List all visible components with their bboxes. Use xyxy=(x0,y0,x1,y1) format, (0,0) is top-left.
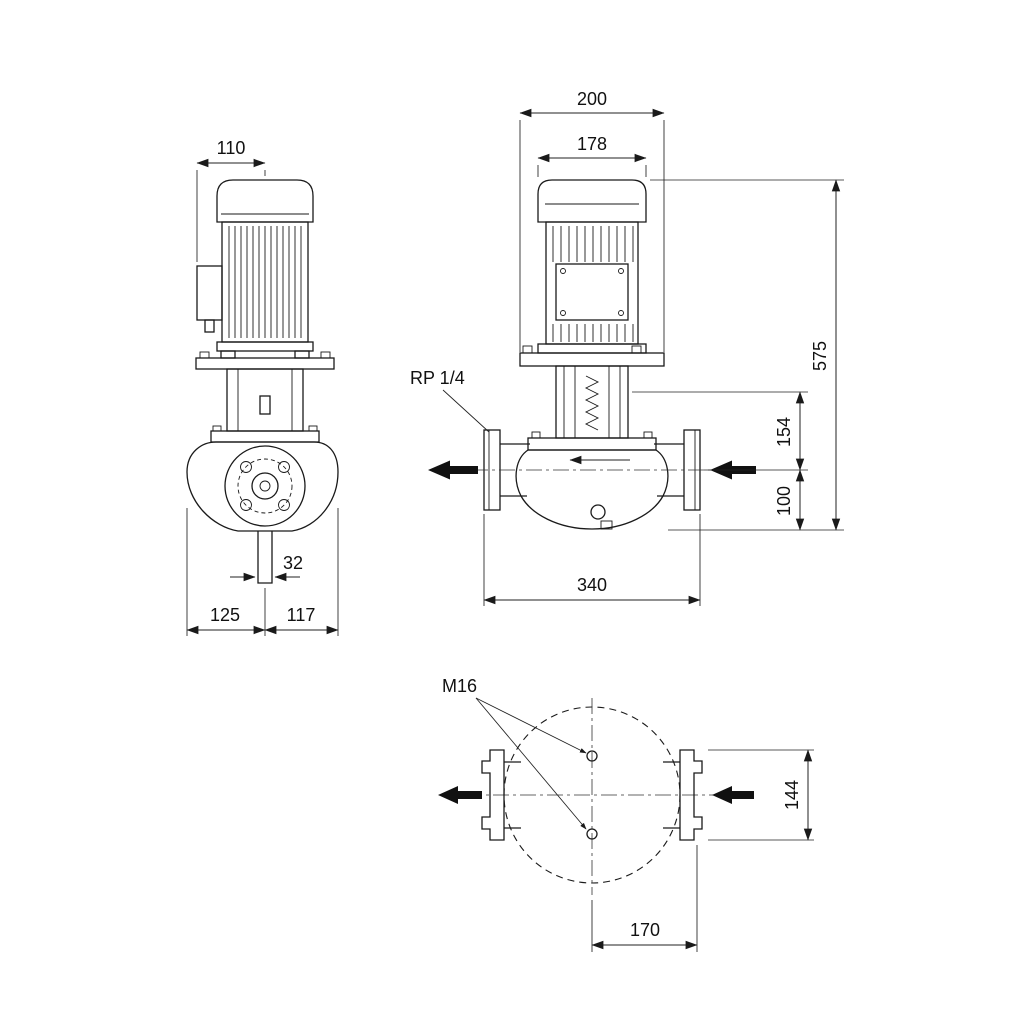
dim-125-117: 125 117 xyxy=(186,508,339,636)
motor-foot-left xyxy=(220,350,236,359)
seal-spring xyxy=(584,375,600,431)
plate-bolt-right xyxy=(320,351,331,359)
bolt-hole xyxy=(240,499,252,511)
motor-fins xyxy=(228,226,302,338)
dim-100-label: 100 xyxy=(774,486,794,516)
dim-117-label: 117 xyxy=(287,605,316,625)
drain-plug xyxy=(590,504,606,520)
motor-fins-bottom xyxy=(552,324,634,342)
bolt-hole xyxy=(278,461,290,473)
dim-575-label: 575 xyxy=(810,341,830,371)
pump-top-flange xyxy=(527,437,657,451)
terminal-box xyxy=(196,265,223,321)
volute-side xyxy=(515,449,669,530)
box-screw xyxy=(560,310,566,316)
fan-cover-side xyxy=(537,179,647,223)
drain-pipe xyxy=(257,531,273,584)
dim-154-label: 154 xyxy=(774,417,794,447)
bolt-circle xyxy=(237,458,293,514)
bolt-hole xyxy=(278,499,290,511)
motor-flange xyxy=(216,341,314,352)
drain-plug-body xyxy=(600,520,613,530)
side-view: RP 1/4 200 178 575 154 xyxy=(410,89,844,606)
seal-plate xyxy=(210,430,320,443)
motor-foot-right xyxy=(294,350,310,359)
bolt-hole xyxy=(240,461,252,473)
dim-100: 100 xyxy=(704,469,808,531)
dim-575: 575 xyxy=(650,179,844,531)
base-bolt-left xyxy=(522,345,533,354)
dim-178: 178 xyxy=(537,134,647,177)
flow-arrow-inlet-plan xyxy=(712,786,754,804)
callout-rp14: RP 1/4 xyxy=(410,368,490,433)
pump-bolt-left xyxy=(531,431,541,439)
dim-340-label: 340 xyxy=(577,575,607,595)
dim-144: 144 xyxy=(708,749,814,841)
dim-144-label: 144 xyxy=(782,780,802,810)
terminal-box-side xyxy=(555,263,629,321)
flow-arrow-outlet-plan xyxy=(438,786,482,804)
base-plate xyxy=(519,352,665,367)
front-flange xyxy=(224,445,306,527)
dim-110-label: 110 xyxy=(217,138,246,158)
dim-170-label: 170 xyxy=(630,920,660,940)
flange-center xyxy=(259,480,271,492)
motor-flange-side xyxy=(537,343,647,354)
seal-bolt-right xyxy=(308,425,318,432)
dim-32-label: 32 xyxy=(283,553,303,573)
mounting-plate xyxy=(195,357,335,370)
box-screw xyxy=(618,268,624,274)
plan-view: M16 144 170 xyxy=(438,676,814,952)
box-screw xyxy=(618,310,624,316)
dim-125-label: 125 xyxy=(210,605,240,625)
dim-32: 32 xyxy=(230,553,303,582)
dim-110: 110 xyxy=(196,138,266,262)
dim-200: 200 xyxy=(519,89,665,352)
front-view: 110 32 125 117 xyxy=(186,138,339,636)
box-screw xyxy=(560,268,566,274)
dim-154: 154 xyxy=(632,391,808,471)
m16-hole-top xyxy=(586,750,598,762)
fan-cover xyxy=(216,179,314,223)
plate-bolt-left xyxy=(199,351,210,359)
seal-bolt-left xyxy=(212,425,222,432)
m16-hole-bottom xyxy=(586,828,598,840)
base-bolt-right xyxy=(631,345,642,354)
volute-front xyxy=(186,441,339,532)
plan-flange-right xyxy=(679,749,703,841)
flow-arrow-outlet xyxy=(428,460,478,480)
dim-200-label: 200 xyxy=(577,89,607,109)
dim-178-label: 178 xyxy=(577,134,607,154)
rp14-label: RP 1/4 xyxy=(410,368,465,388)
dim-340: 340 xyxy=(483,514,701,606)
plan-flange-left xyxy=(481,749,505,841)
motor-fins-top xyxy=(552,226,634,262)
cable-gland xyxy=(204,319,215,333)
flange-hub xyxy=(251,472,279,500)
motor-body-side xyxy=(545,221,639,345)
coupling xyxy=(259,395,271,415)
callout-m16: M16 xyxy=(442,676,587,830)
pump-bolt-right xyxy=(643,431,653,439)
dim-170: 170 xyxy=(591,845,698,952)
m16-label: M16 xyxy=(442,676,477,696)
